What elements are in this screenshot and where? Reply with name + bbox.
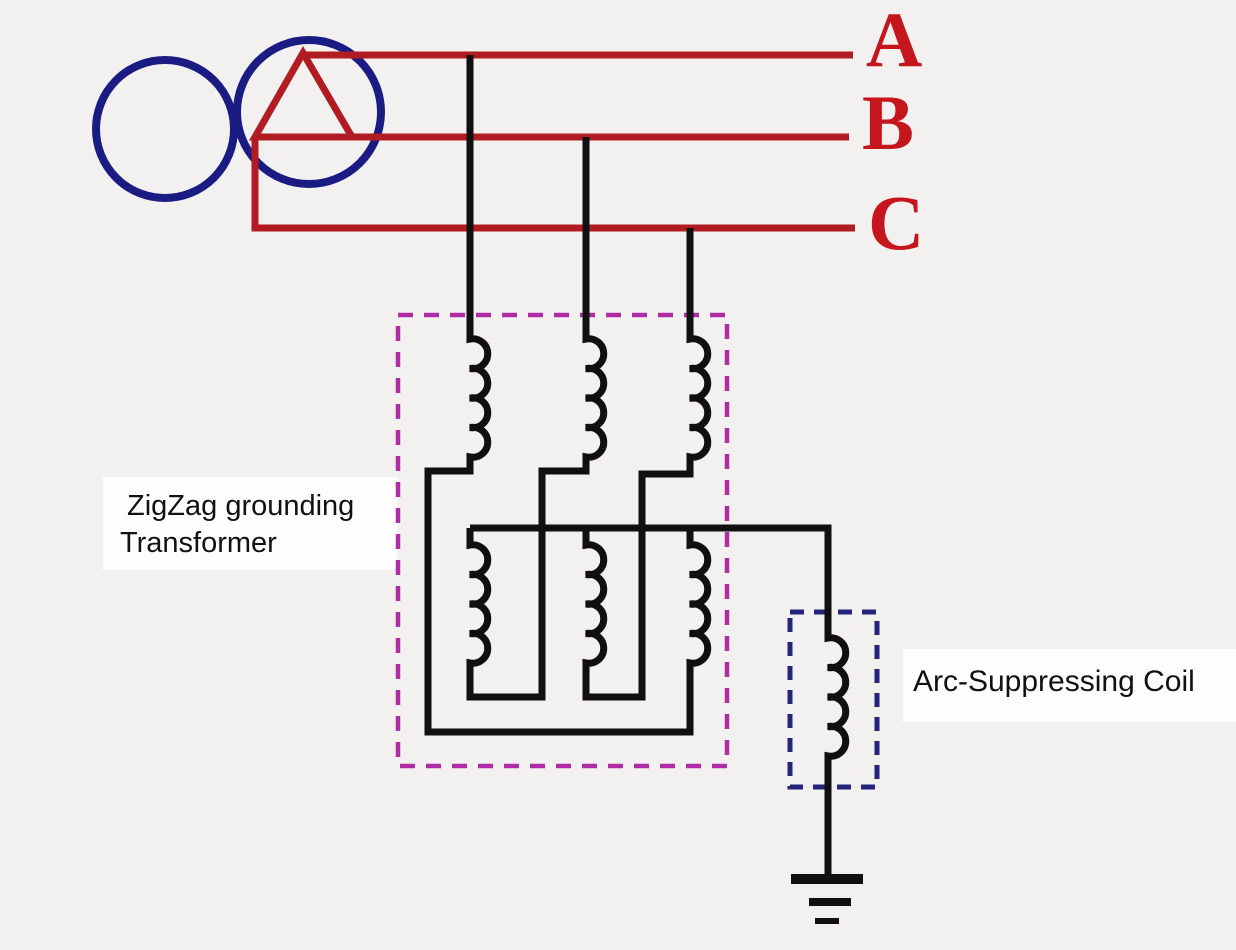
zigzag-boundary-box <box>395 312 730 769</box>
zigzag-winding-phase-a <box>424 55 712 736</box>
neutral-line-and-arc-coil <box>470 524 850 875</box>
phase-bus-lines <box>251 51 855 232</box>
ground-icon <box>791 874 863 924</box>
phase-c-line <box>251 137 855 232</box>
zigzag-transformer-label-line1: ZigZag grounding <box>127 490 355 522</box>
phase-b-label: B <box>862 79 915 166</box>
zigzag-winding-phase-c <box>582 228 712 701</box>
arc-suppressing-coil-label: Arc-Suppressing Coil <box>913 665 1195 698</box>
delta-winding-icon <box>248 46 359 141</box>
label-background-patch <box>103 477 397 570</box>
source-transformer-icon <box>92 36 385 202</box>
zigzag-winding-phase-b <box>466 137 608 701</box>
phase-c-label: C <box>868 179 925 266</box>
label-background-patch <box>903 649 1236 722</box>
phase-a-label: A <box>866 0 923 83</box>
zigzag-transformer-label-line2: Transformer <box>120 527 277 559</box>
zigzag-transformer-label: ZigZag grounding Transformer <box>120 488 355 562</box>
arc-coil-boundary-box <box>787 609 880 790</box>
